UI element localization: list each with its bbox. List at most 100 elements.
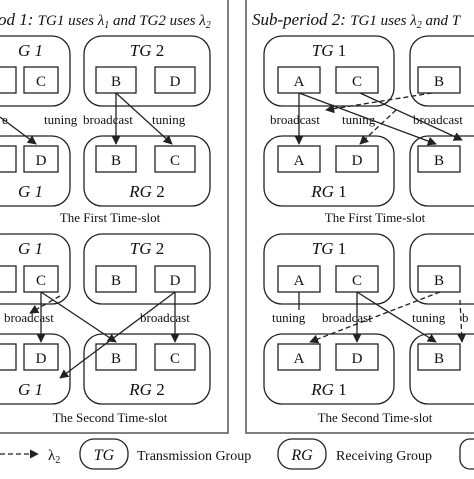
node-d <box>335 145 379 173</box>
legend-rg-label: RG <box>290 447 313 464</box>
node-partial <box>0 265 17 293</box>
node-d-label: D <box>36 351 47 367</box>
legend-rg-desc: Receiving Group <box>336 449 432 464</box>
legend-tg-symbol <box>79 438 129 470</box>
node-b <box>95 145 137 173</box>
rg1-label: RG 1 <box>310 182 346 201</box>
node-b <box>417 145 461 173</box>
node-b-label: B <box>434 74 444 90</box>
node-b-label: B <box>434 351 444 367</box>
first-timeslot-label: The First Time-slot <box>325 210 426 225</box>
node-a-label: A <box>294 74 305 90</box>
node-b <box>417 343 461 371</box>
node-b <box>95 66 137 94</box>
node-d-label: D <box>352 153 363 169</box>
rg1-label: G 1 <box>18 182 43 201</box>
rg2-label: RG 2 <box>128 380 164 399</box>
rg1-label: G 1 <box>18 380 43 399</box>
tg1-label: TG 1 <box>312 41 346 60</box>
rg2-label: RG 2 <box>128 182 164 201</box>
node-b <box>95 265 137 293</box>
tg1-label: TG 1 <box>312 239 346 258</box>
legend: λ2 TG Transmission Group RG Receiving Gr… <box>0 438 474 470</box>
node-d <box>23 343 59 371</box>
node-c-label: C <box>36 74 46 90</box>
node-c <box>154 145 196 173</box>
tuning-arrow <box>359 109 397 145</box>
tuning-arrow <box>29 295 61 314</box>
left-panel: od 1: TG1 uses λ1 and TG2 uses λ2 G 1 C … <box>0 0 229 434</box>
node-d-label: D <box>352 351 363 367</box>
broadcast-label: broadcast <box>270 112 320 127</box>
frag-label: e <box>2 112 8 127</box>
tuning-label: tuning <box>272 310 306 325</box>
legend-lambda2: λ2 <box>48 448 60 466</box>
tuning-label: tuning <box>152 112 186 127</box>
node-c-label: C <box>352 74 362 90</box>
tg2-label: TG 2 <box>130 239 164 258</box>
legend-partial-symbol <box>459 438 474 470</box>
left-panel-title: od 1: TG1 uses λ1 and TG2 uses λ2 <box>0 10 211 31</box>
node-partial <box>0 343 17 371</box>
rg1-label: RG 1 <box>310 380 346 399</box>
node-b <box>95 343 137 371</box>
frag-label: b <box>462 310 469 325</box>
tg1-label: G 1 <box>18 239 43 258</box>
node-c <box>23 66 59 94</box>
broadcast-label: broadcast <box>322 310 372 325</box>
broadcast-arrow <box>356 291 437 343</box>
node-c-label: C <box>36 273 46 289</box>
tuning-label: tuning <box>44 112 78 127</box>
right-panel-title: Sub-period 2: TG1 uses λ2 and T <box>252 10 462 31</box>
node-d-label: D <box>36 153 47 169</box>
legend-tg-desc: Transmission Group <box>137 449 251 464</box>
broadcast-arrow <box>59 291 176 379</box>
tuning-arrow <box>0 116 37 145</box>
broadcast-label: broadcast <box>413 112 463 127</box>
tg2-label: TG 2 <box>130 41 164 60</box>
node-d <box>154 265 196 293</box>
right-panel: Sub-period 2: TG1 uses λ2 and T TG 1 A C… <box>245 0 474 434</box>
node-a-label: A <box>294 153 305 169</box>
node-c-label: C <box>170 153 180 169</box>
second-timeslot-label: The Second Time-slot <box>318 410 433 425</box>
first-timeslot-label: The First Time-slot <box>60 210 161 225</box>
broadcast-label: broadcast <box>83 112 133 127</box>
node-c <box>154 343 196 371</box>
node-b-label: B <box>111 273 121 289</box>
node-c-label: C <box>352 273 362 289</box>
tuning-label: tuning <box>412 310 446 325</box>
node-a <box>277 343 321 371</box>
node-partial <box>0 66 17 94</box>
node-c-label: C <box>170 351 180 367</box>
node-d <box>23 145 59 173</box>
node-b-label: B <box>111 351 121 367</box>
node-b-label: B <box>111 74 121 90</box>
node-d-label: D <box>170 273 181 289</box>
tuning-arrow <box>309 291 441 344</box>
broadcast-label: broadcast <box>4 310 54 325</box>
node-d <box>154 66 196 94</box>
broadcast-label: broadcast <box>140 310 190 325</box>
node-d-label: D <box>170 74 181 90</box>
node-b-label: B <box>111 153 121 169</box>
tuning-label: tuning <box>342 112 376 127</box>
broadcast-arrow <box>40 291 117 343</box>
node-a <box>277 145 321 173</box>
node-b <box>417 66 461 94</box>
node-partial <box>0 145 17 173</box>
second-timeslot-label: The Second Time-slot <box>53 410 168 425</box>
node-c <box>23 265 59 293</box>
legend-rg-symbol <box>277 438 327 470</box>
node-a-label: A <box>294 351 305 367</box>
broadcast-arrow <box>298 92 437 146</box>
node-b-label: B <box>434 153 444 169</box>
node-a-label: A <box>294 273 305 289</box>
broadcast-arrow <box>115 92 173 145</box>
broadcast-arrow <box>359 92 463 141</box>
node-c <box>335 66 379 94</box>
tuning-arrow <box>325 92 433 114</box>
legend-tg-label: TG <box>94 447 115 464</box>
